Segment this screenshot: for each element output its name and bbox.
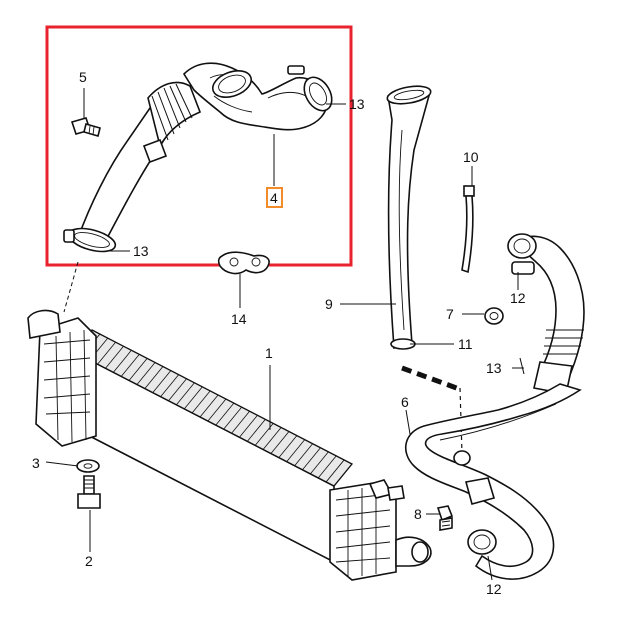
fin-line <box>325 459 345 483</box>
fin-line <box>262 427 282 450</box>
callout-6[interactable]: 6 <box>401 394 409 410</box>
callout-3[interactable]: 3 <box>32 455 40 471</box>
leader-lines <box>45 88 525 581</box>
fin-line <box>136 362 156 385</box>
callout-4-highlight-box <box>266 187 283 208</box>
fin-line <box>176 382 195 406</box>
fin-line <box>152 370 172 393</box>
callout-12-lower[interactable]: 12 <box>486 581 502 597</box>
callout-9[interactable]: 9 <box>325 296 333 312</box>
fin-line <box>317 455 337 479</box>
callout-13-upper[interactable]: 13 <box>349 96 365 112</box>
fin-line <box>199 394 219 418</box>
fin-line <box>144 366 164 389</box>
dashed-connector-left <box>63 261 79 313</box>
callout-10[interactable]: 10 <box>463 149 479 165</box>
gasket-part-14[interactable] <box>217 251 270 275</box>
bolt-part-5[interactable] <box>70 117 101 137</box>
callout-14[interactable]: 14 <box>231 311 247 327</box>
callout-13-right[interactable]: 13 <box>486 360 502 376</box>
hose-part-6[interactable] <box>404 383 582 580</box>
fin-line <box>310 451 329 475</box>
cable-tie-part-10[interactable] <box>461 185 475 274</box>
callout-labels: 1 2 3 4 5 6 7 8 9 10 11 12 12 13 13 13 1… <box>32 69 526 597</box>
fin-line <box>183 386 203 410</box>
fin-line <box>270 431 290 454</box>
callout-12-upper[interactable]: 12 <box>510 290 526 306</box>
callout-4[interactable]: 4 <box>270 190 278 206</box>
fin-line <box>113 350 132 373</box>
fin-line <box>294 443 313 466</box>
fin-line <box>97 341 116 365</box>
grommet-part-7[interactable] <box>484 307 504 325</box>
bolt-part-8[interactable] <box>436 505 454 531</box>
hose-part-4[interactable] <box>63 62 337 256</box>
callout-7[interactable]: 7 <box>446 306 454 322</box>
bolt-part-2[interactable] <box>77 475 101 509</box>
callout-13-lower-left[interactable]: 13 <box>133 243 149 259</box>
fin-line <box>278 435 298 458</box>
fin-line <box>333 463 353 487</box>
intercooler-part-1[interactable] <box>27 309 432 581</box>
fin-line <box>120 354 140 377</box>
fin-line <box>231 410 250 434</box>
hose-right-upper[interactable] <box>507 233 585 395</box>
callout-8[interactable]: 8 <box>414 506 422 522</box>
fin-line <box>302 447 321 471</box>
pipe-part-9[interactable] <box>386 83 463 455</box>
fin-line <box>286 439 306 462</box>
fin-line <box>191 390 211 414</box>
fin-line <box>160 374 179 397</box>
callout-11[interactable]: 11 <box>458 336 473 352</box>
callout-2[interactable]: 2 <box>85 553 93 569</box>
fin-line <box>247 419 266 442</box>
fin-line <box>239 415 258 438</box>
fin-line <box>168 378 187 401</box>
callout-5[interactable]: 5 <box>79 69 87 85</box>
fin-line <box>128 358 148 381</box>
callout-1[interactable]: 1 <box>265 345 273 361</box>
highlight-frame <box>45 25 353 267</box>
fin-line <box>105 345 124 369</box>
fin-line <box>207 398 227 422</box>
fin-line <box>215 402 235 426</box>
fin-line <box>223 406 243 430</box>
washer-part-3[interactable] <box>76 459 100 473</box>
